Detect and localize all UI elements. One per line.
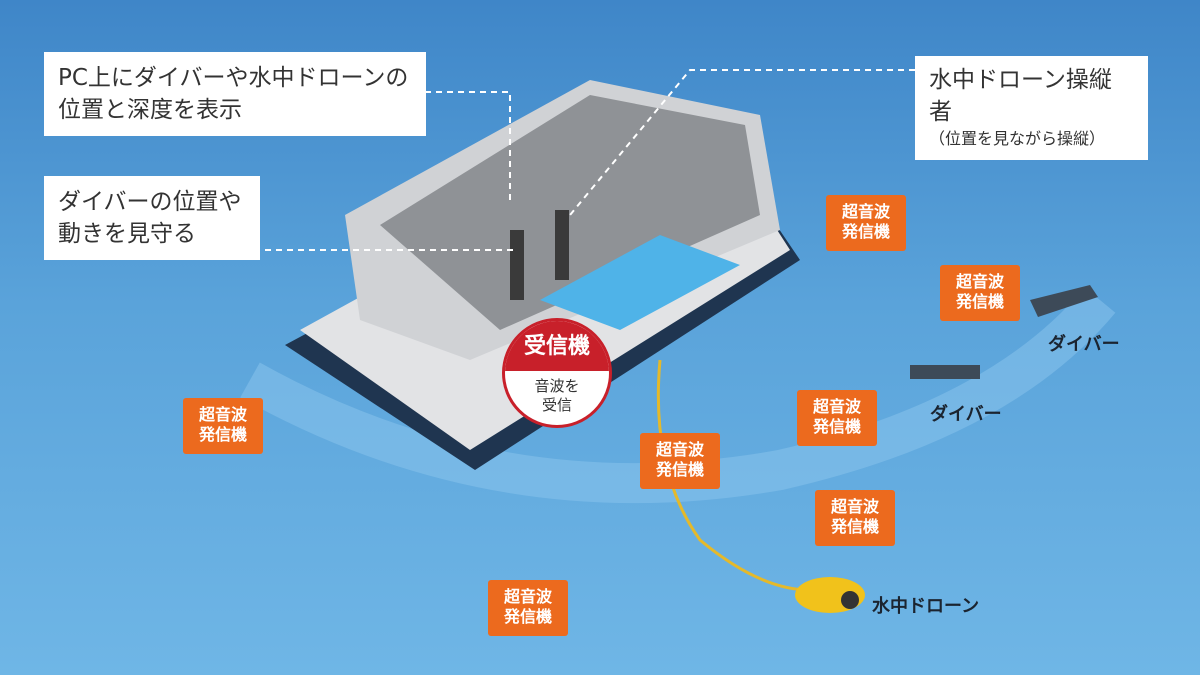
transmitter-text: 超音波 [198, 405, 247, 424]
transmitter-text: 発信機 [841, 222, 890, 241]
transmitter-label: 超音波発信機 [815, 490, 895, 546]
callout-lines [265, 69, 915, 251]
drone-icon [795, 577, 865, 613]
transmitter-text: 発信機 [955, 292, 1004, 311]
transmitter-label: 超音波発信機 [640, 433, 720, 489]
receiver-desc: 音波を [534, 377, 580, 395]
diver-label: ダイバー [1048, 334, 1120, 355]
drone-label: 水中ドローン [872, 596, 980, 617]
drone-tether [656, 359, 811, 592]
callout-text: 位置と深度を表示 [58, 97, 242, 123]
transmitter-text: 超音波 [830, 497, 879, 516]
callout-drone-operator: 水中ドローン操縦者 （位置を見ながら操縦） [915, 56, 1148, 160]
diver-label: ダイバー [930, 404, 1002, 425]
callout-text: 水中ドローン操縦者 [929, 67, 1112, 125]
transmitter-label: 超音波発信機 [183, 398, 263, 454]
receiver-badge: 受信機 音波を受信 [502, 318, 612, 428]
transmitter-text: 発信機 [655, 460, 704, 479]
callout-watch-divers: ダイバーの位置や 動きを見守る [44, 176, 260, 260]
diver-icon [910, 285, 1098, 379]
transmitter-text: 発信機 [198, 425, 247, 444]
water-current [240, 287, 1116, 504]
callout-text: 動きを見守る [58, 221, 196, 247]
transmitter-text: 超音波 [812, 397, 861, 416]
callout-pc-display: PC上にダイバーや水中ドローンの 位置と深度を表示 [44, 52, 426, 136]
transmitter-label: 超音波発信機 [797, 390, 877, 446]
transmitter-text: 超音波 [503, 587, 552, 606]
callout-text: （位置を見ながら操縦） [929, 129, 1106, 148]
transmitter-label: 超音波発信機 [488, 580, 568, 636]
transmitter-text: 超音波 [955, 272, 1004, 291]
callout-text: ダイバーの位置や [58, 189, 242, 215]
transmitter-text: 超音波 [841, 202, 890, 221]
transmitter-text: 発信機 [812, 417, 861, 436]
transmitter-text: 超音波 [655, 440, 704, 459]
transmitter-text: 発信機 [503, 607, 552, 626]
transmitter-label: 超音波発信機 [826, 195, 906, 251]
transmitter-label: 超音波発信機 [940, 265, 1020, 321]
transmitter-text: 発信機 [830, 517, 879, 536]
receiver-desc: 受信 [541, 396, 572, 414]
operators [510, 210, 569, 300]
receiver-title: 受信機 [505, 321, 609, 371]
callout-text: PC上にダイバーや水中ドローンの [58, 65, 409, 91]
